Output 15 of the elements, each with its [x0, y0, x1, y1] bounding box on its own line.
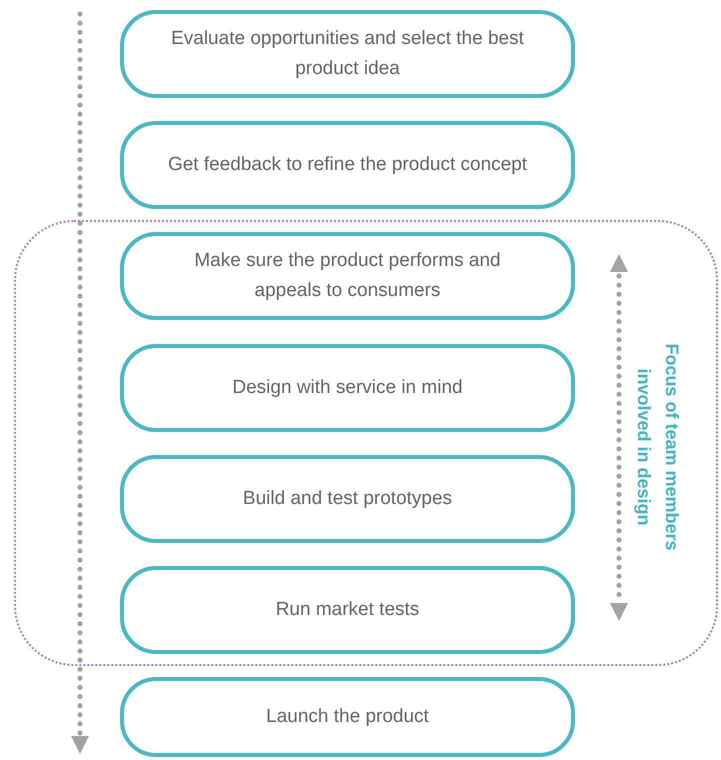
step-box: [120, 232, 575, 320]
step-box: [120, 344, 575, 432]
step-text: Get feedback to refine the product concept: [168, 153, 528, 178]
step-box: [120, 454, 575, 543]
step-text: Design with service in mind: [232, 376, 463, 400]
focus-region: [14, 220, 718, 666]
region-label: Focus of team members involved in design: [633, 342, 683, 553]
step-text: Make sure the product performs and appeals to consumers: [193, 249, 502, 304]
step-box: [120, 121, 575, 210]
step-text: Launch the product: [266, 705, 429, 730]
step-box: [120, 10, 575, 98]
step-text: Build and test prototypes: [242, 486, 452, 511]
step-text: Evaluate opportunities and select the best product idea: [170, 27, 525, 81]
step-text: Run market tests: [276, 598, 420, 622]
step-box: [120, 566, 575, 654]
